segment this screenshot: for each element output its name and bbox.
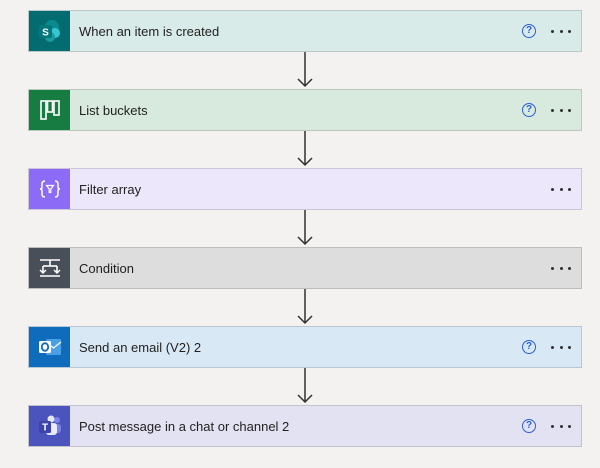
step-label: Condition (79, 260, 134, 276)
step-label: When an item is created (79, 23, 220, 39)
filter-array-icon (29, 169, 70, 209)
step-post-message[interactable]: T Post message in a chat or channel 2 ? (28, 405, 582, 447)
more-options-icon[interactable] (551, 21, 571, 41)
more-options-icon[interactable] (551, 100, 571, 120)
step-filter-array[interactable]: Filter array (28, 168, 582, 210)
more-options-icon[interactable] (551, 416, 571, 436)
planner-icon (29, 90, 70, 130)
flow-canvas: S When an item is created ? List buckets… (28, 10, 582, 447)
more-options-icon[interactable] (551, 258, 571, 278)
step-label: Send an email (V2) 2 (79, 339, 202, 355)
outlook-icon (29, 327, 70, 367)
step-label: Post message in a chat or channel 2 (79, 418, 290, 434)
connector-arrow (28, 368, 582, 405)
step-label: List buckets (79, 102, 148, 118)
connector-arrow (28, 52, 582, 89)
connector-arrow (28, 210, 582, 247)
svg-text:T: T (41, 423, 47, 434)
svg-text:S: S (42, 28, 49, 39)
help-icon[interactable]: ? (522, 24, 536, 38)
more-options-icon[interactable] (551, 179, 571, 199)
step-condition[interactable]: Condition (28, 247, 582, 289)
step-label: Filter array (79, 181, 142, 197)
teams-icon: T (29, 406, 70, 446)
help-icon[interactable]: ? (522, 103, 536, 117)
step-list-buckets[interactable]: List buckets ? (28, 89, 582, 131)
sharepoint-icon: S (29, 11, 70, 51)
help-icon[interactable]: ? (522, 419, 536, 433)
step-when-an-item-is-created[interactable]: S When an item is created ? (28, 10, 582, 52)
connector-arrow (28, 131, 582, 168)
step-send-an-email[interactable]: Send an email (V2) 2 ? (28, 326, 582, 368)
more-options-icon[interactable] (551, 337, 571, 357)
condition-icon (29, 248, 70, 288)
help-icon[interactable]: ? (522, 340, 536, 354)
connector-arrow (28, 289, 582, 326)
